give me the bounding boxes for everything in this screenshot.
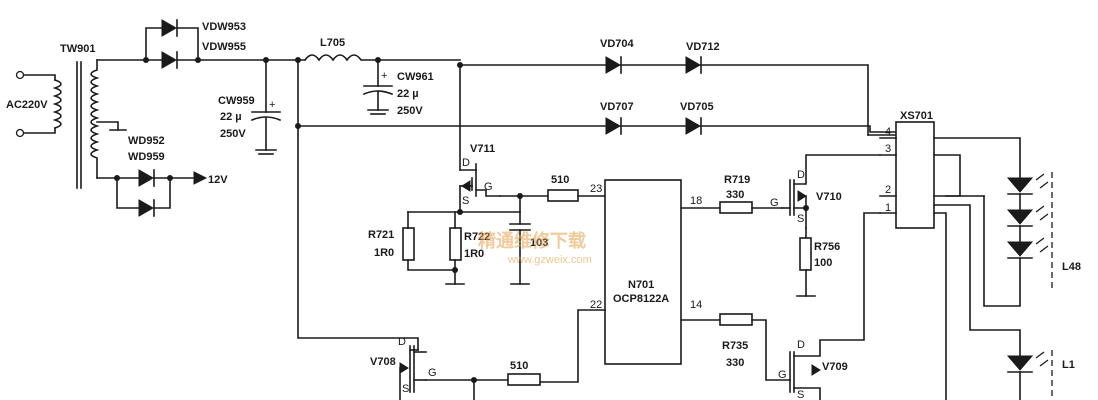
diode-vd705 bbox=[685, 117, 702, 135]
diode-vdw955 bbox=[145, 51, 306, 69]
v708-source: S bbox=[402, 383, 409, 395]
label-vdw955: VDW955 bbox=[202, 41, 246, 53]
mosfet-v709 bbox=[789, 212, 881, 400]
arrow-12v-icon bbox=[193, 171, 208, 185]
label-l705: L705 bbox=[320, 37, 345, 49]
label-cw959: CW959 bbox=[218, 95, 255, 107]
label-cw959-voltage: 250V bbox=[220, 128, 246, 140]
transformer-tw901 bbox=[15, 59, 127, 189]
label-vdw953: VDW953 bbox=[202, 21, 246, 33]
label-r721-value: 1R0 bbox=[374, 247, 394, 259]
ic-n701 bbox=[604, 179, 682, 365]
diode-vd704 bbox=[605, 56, 622, 74]
label-r510-bottom: 510 bbox=[510, 360, 528, 372]
label-tw901: TW901 bbox=[60, 43, 95, 55]
n701-pin-22: 22 bbox=[590, 299, 602, 311]
watermark-text: 精通维修下载 bbox=[478, 230, 586, 251]
diode-wd959 bbox=[116, 177, 171, 217]
mosfet-v711 bbox=[459, 64, 501, 213]
label-l48: L48 bbox=[1062, 261, 1081, 273]
label-n701-part: OCP8122A bbox=[613, 293, 669, 305]
v710-gate: G bbox=[770, 197, 779, 209]
xs701-pin-2: 2 bbox=[885, 184, 891, 196]
cw961-plus: + bbox=[381, 70, 387, 82]
v711-drain: D bbox=[462, 157, 470, 169]
label-l1: L1 bbox=[1062, 359, 1075, 371]
xs701-pin-4: 4 bbox=[885, 126, 891, 138]
capacitor-103 bbox=[509, 223, 531, 285]
label-vd712: VD712 bbox=[686, 41, 720, 53]
label-r756-value: 100 bbox=[814, 257, 832, 269]
label-v710: V710 bbox=[816, 191, 842, 203]
label-ac220v: AC220V bbox=[6, 99, 48, 111]
diode-vdw953 bbox=[145, 19, 199, 61]
label-cw961-voltage: 250V bbox=[397, 105, 423, 117]
resistor-r722 bbox=[449, 227, 462, 261]
label-c103: 103 bbox=[530, 237, 548, 249]
label-vd707: VD707 bbox=[600, 101, 634, 113]
cw959-plus: + bbox=[269, 99, 275, 111]
capacitor-cw959 bbox=[250, 59, 282, 155]
watermark-url: www.gzweix.com bbox=[507, 254, 592, 266]
v710-source: S bbox=[797, 213, 804, 225]
n701-pin-23: 23 bbox=[590, 183, 602, 195]
connector-xs701 bbox=[895, 121, 935, 229]
label-vd704: VD704 bbox=[600, 38, 635, 50]
label-cw961-value: 22 µ bbox=[397, 88, 419, 100]
label-r722-value: 1R0 bbox=[464, 248, 484, 260]
label-12v: 12V bbox=[208, 174, 228, 186]
v709-source: S bbox=[797, 389, 804, 400]
diode-wd952 bbox=[116, 169, 204, 187]
label-wd952: WD952 bbox=[128, 135, 165, 147]
label-xs701: XS701 bbox=[900, 110, 933, 122]
resistor-r721 bbox=[402, 227, 415, 261]
label-r735-value: 330 bbox=[726, 357, 744, 369]
v710-drain: D bbox=[797, 169, 805, 181]
n701-pin-14: 14 bbox=[690, 299, 702, 311]
inductor-l705 bbox=[303, 54, 461, 62]
diode-vd707 bbox=[605, 117, 622, 135]
resistor-r756 bbox=[799, 237, 812, 271]
n701-pin-18: 18 bbox=[690, 195, 702, 207]
resistor-r719 bbox=[719, 201, 753, 214]
label-r721: R721 bbox=[368, 229, 394, 241]
led-string-l48 bbox=[983, 172, 1053, 307]
label-v708: V708 bbox=[370, 356, 396, 368]
label-v709: V709 bbox=[822, 361, 848, 373]
label-cw961: CW961 bbox=[397, 71, 434, 83]
label-r510-top: 510 bbox=[551, 174, 569, 186]
label-v711: V711 bbox=[470, 143, 495, 155]
label-vd705: VD705 bbox=[680, 101, 714, 113]
v708-gate: G bbox=[428, 367, 437, 379]
xs701-pin-1: 1 bbox=[885, 202, 891, 214]
label-r719: R719 bbox=[724, 174, 750, 186]
label-r719-value: 330 bbox=[726, 189, 744, 201]
label-wd959: WD959 bbox=[128, 151, 165, 163]
v711-gate: G bbox=[484, 181, 493, 193]
resistor-r735 bbox=[719, 313, 753, 326]
resistor-510-bottom bbox=[507, 373, 541, 386]
label-r735: R735 bbox=[722, 340, 748, 352]
v709-drain: D bbox=[797, 339, 805, 351]
label-r722: R722 bbox=[464, 231, 490, 243]
diode-vd712 bbox=[685, 56, 702, 74]
label-n701: N701 bbox=[628, 279, 654, 291]
v708-drain: D bbox=[398, 336, 406, 348]
led-l1 bbox=[1006, 350, 1053, 400]
mosfet-v708 bbox=[399, 345, 427, 400]
capacitor-cw961 bbox=[362, 59, 394, 115]
v709-gate: G bbox=[778, 369, 787, 381]
xs701-pin-3: 3 bbox=[885, 143, 891, 155]
label-r756: R756 bbox=[814, 241, 840, 253]
label-cw959-value: 22 µ bbox=[220, 111, 242, 123]
resistor-510-top bbox=[547, 189, 579, 202]
v711-source: S bbox=[462, 195, 469, 207]
